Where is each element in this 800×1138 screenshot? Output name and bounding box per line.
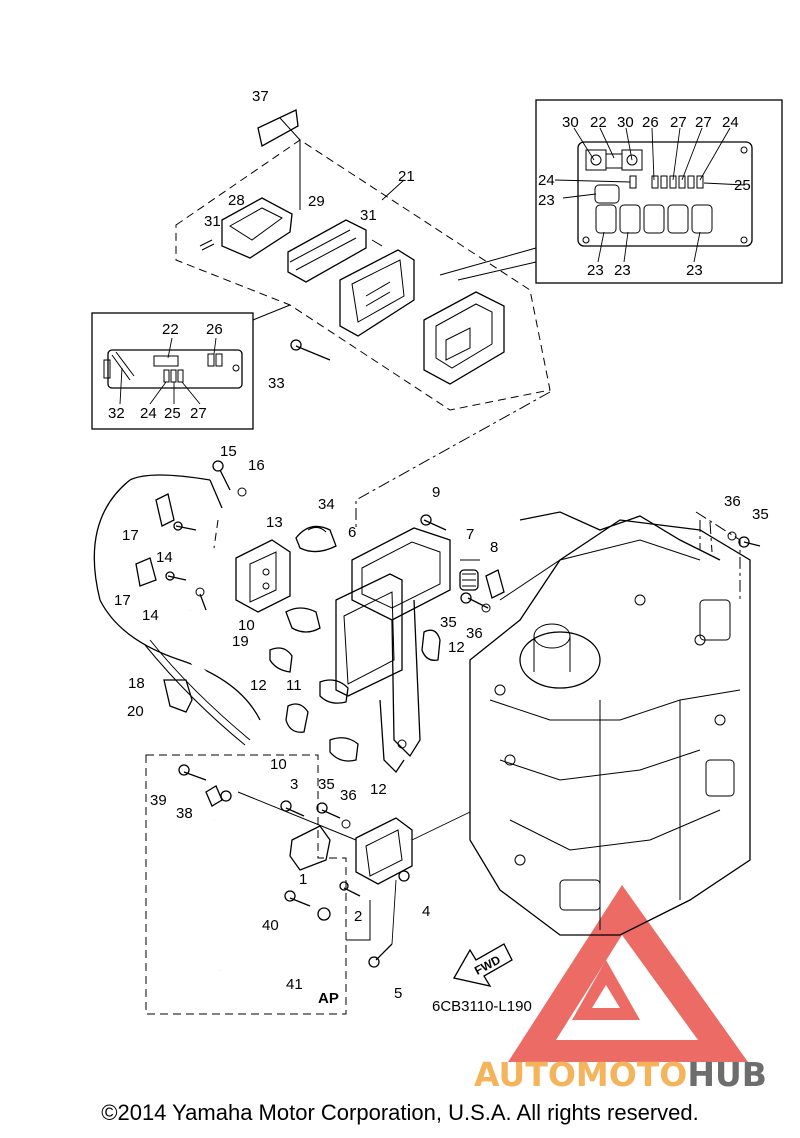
callout-39: 39 <box>150 792 167 809</box>
diagram-code: 6CB3110-L190 <box>432 998 532 1015</box>
callout-41: 41 <box>286 976 303 993</box>
callout-29: 29 <box>308 193 325 210</box>
callout-27: 27 <box>695 114 712 131</box>
callout-23: 23 <box>614 262 631 279</box>
callout-35: 35 <box>440 614 457 631</box>
callout-4: 4 <box>422 903 430 920</box>
callout-36: 36 <box>724 493 741 510</box>
callout-15: 15 <box>220 443 237 460</box>
clamps <box>269 607 441 762</box>
callout-12: 12 <box>370 781 387 798</box>
callout-9: 9 <box>432 484 440 501</box>
cdi-assembly-group <box>175 109 551 411</box>
fwd-arrow <box>452 943 513 987</box>
connector-line <box>355 391 551 530</box>
callout-35: 35 <box>318 776 335 793</box>
callout-38: 38 <box>176 805 193 822</box>
callout-30: 30 <box>562 114 579 131</box>
callout-5: 5 <box>394 985 402 1002</box>
callout-35: 35 <box>752 506 769 523</box>
callout-7: 7 <box>466 526 474 543</box>
callout-36: 36 <box>466 625 483 642</box>
callout-8: 8 <box>490 539 498 556</box>
copyright-notice: ©2014 Yamaha Motor Corporation, U.S.A. A… <box>101 1100 699 1125</box>
callout-14: 14 <box>142 607 159 624</box>
callout-34: 34 <box>318 496 335 513</box>
callout-25: 25 <box>164 405 181 422</box>
callout-32: 32 <box>108 405 125 422</box>
callout-17: 17 <box>114 592 131 609</box>
callout-16: 16 <box>248 457 265 474</box>
callout-26: 26 <box>642 114 659 131</box>
callout-23: 23 <box>538 192 555 209</box>
callout-31: 31 <box>360 207 377 224</box>
ap-label: AP <box>318 990 339 1007</box>
callout-12: 12 <box>448 639 465 656</box>
callout-13: 13 <box>266 514 283 531</box>
callout-31: 31 <box>204 213 221 230</box>
callout-24: 24 <box>722 114 739 131</box>
callout-11: 11 <box>286 677 302 694</box>
callout-19: 19 <box>232 633 249 650</box>
callout-18: 18 <box>128 675 145 692</box>
callout-28: 28 <box>228 192 245 209</box>
harness-left <box>93 460 291 746</box>
bracket-assembly <box>295 514 505 774</box>
bolt-right <box>699 520 761 553</box>
callout-40: 40 <box>262 917 279 934</box>
callout-30: 30 <box>617 114 634 131</box>
callout-23: 23 <box>587 262 604 279</box>
lower-assembly <box>145 754 471 1015</box>
callout-10: 10 <box>238 617 255 634</box>
detail-box-lower <box>91 304 291 430</box>
callout-25: 25 <box>734 177 751 194</box>
callout-23: 23 <box>686 262 703 279</box>
callout-2: 2 <box>354 908 362 925</box>
callout-12: 12 <box>250 677 267 694</box>
callout-14: 14 <box>156 549 173 566</box>
detail-box-upper <box>439 99 783 284</box>
callout-1: 1 <box>299 871 307 888</box>
engine-block <box>469 511 751 936</box>
callout-17: 17 <box>122 527 139 544</box>
callout-21: 21 <box>398 168 415 185</box>
callout-24: 24 <box>538 172 555 189</box>
callout-27: 27 <box>190 405 207 422</box>
callout-22: 22 <box>590 114 607 131</box>
callout-10: 10 <box>270 756 287 773</box>
callout-26: 26 <box>206 321 223 338</box>
watermark-logo <box>508 885 748 1062</box>
callout-6: 6 <box>348 524 356 541</box>
watermark-text: AUTOMOTOHUB <box>474 1055 767 1094</box>
callout-3: 3 <box>290 776 298 793</box>
callout-22: 22 <box>162 321 179 338</box>
callout-27: 27 <box>670 114 687 131</box>
callout-24: 24 <box>140 405 157 422</box>
callout-33: 33 <box>268 375 285 392</box>
callout-37: 37 <box>252 88 269 105</box>
callout-36: 36 <box>340 787 357 804</box>
callout-20: 20 <box>127 703 144 720</box>
